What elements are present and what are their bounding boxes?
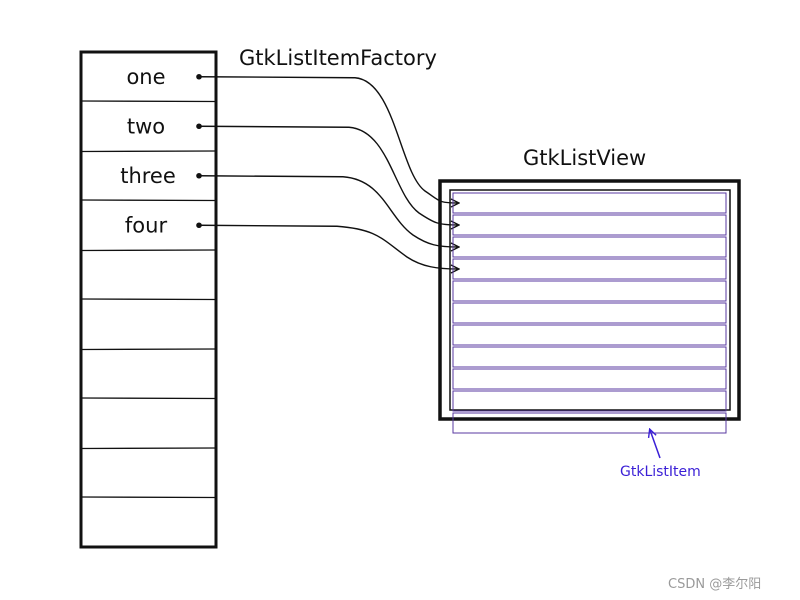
list-model-divider bbox=[80, 496, 217, 499]
list-item-row bbox=[452, 368, 727, 390]
list-item-row bbox=[452, 236, 727, 258]
list-view-inner-frame bbox=[449, 189, 731, 411]
factory-label: GtkListItemFactory bbox=[239, 46, 437, 70]
list-view bbox=[438, 179, 741, 434]
list-item-pointer-arrow bbox=[650, 430, 661, 459]
list-model-item-label: one bbox=[126, 65, 165, 89]
list-model-labels: one two three four bbox=[120, 65, 176, 238]
list-model-item-label: three bbox=[120, 164, 176, 188]
list-model-item-label: four bbox=[125, 213, 168, 237]
list-item-row bbox=[452, 390, 727, 412]
list-item-row bbox=[452, 214, 727, 236]
factory-connectors bbox=[198, 76, 458, 269]
list-model-divider bbox=[80, 397, 217, 400]
factory-connector-arrow bbox=[198, 175, 458, 247]
list-item-row bbox=[452, 302, 727, 324]
list-model-divider bbox=[80, 447, 217, 450]
list-view-rows bbox=[452, 192, 727, 412]
list-model-divider bbox=[80, 249, 217, 252]
factory-connector-arrow bbox=[198, 76, 458, 203]
list-item-offscreen bbox=[452, 412, 727, 434]
list-model: one two three four bbox=[79, 50, 218, 549]
list-item-label: GtkListItem bbox=[620, 464, 701, 480]
list-model-dividers bbox=[80, 100, 217, 499]
list-view-label: GtkListView bbox=[523, 146, 646, 170]
watermark: CSDN @李尔阳 bbox=[668, 577, 761, 592]
list-item-row bbox=[452, 192, 727, 214]
list-model-divider bbox=[80, 298, 217, 301]
list-model-divider bbox=[80, 100, 217, 103]
list-model-divider bbox=[80, 348, 217, 351]
list-view-outer-frame bbox=[438, 179, 741, 421]
list-model-item-label: two bbox=[127, 114, 165, 138]
list-item-row bbox=[452, 258, 727, 280]
list-item-row bbox=[452, 324, 727, 346]
list-model-divider bbox=[80, 150, 217, 153]
list-item-row bbox=[452, 280, 727, 302]
list-model-divider bbox=[80, 199, 217, 202]
list-item-row bbox=[452, 346, 727, 368]
factory-connector-arrow bbox=[198, 224, 458, 269]
